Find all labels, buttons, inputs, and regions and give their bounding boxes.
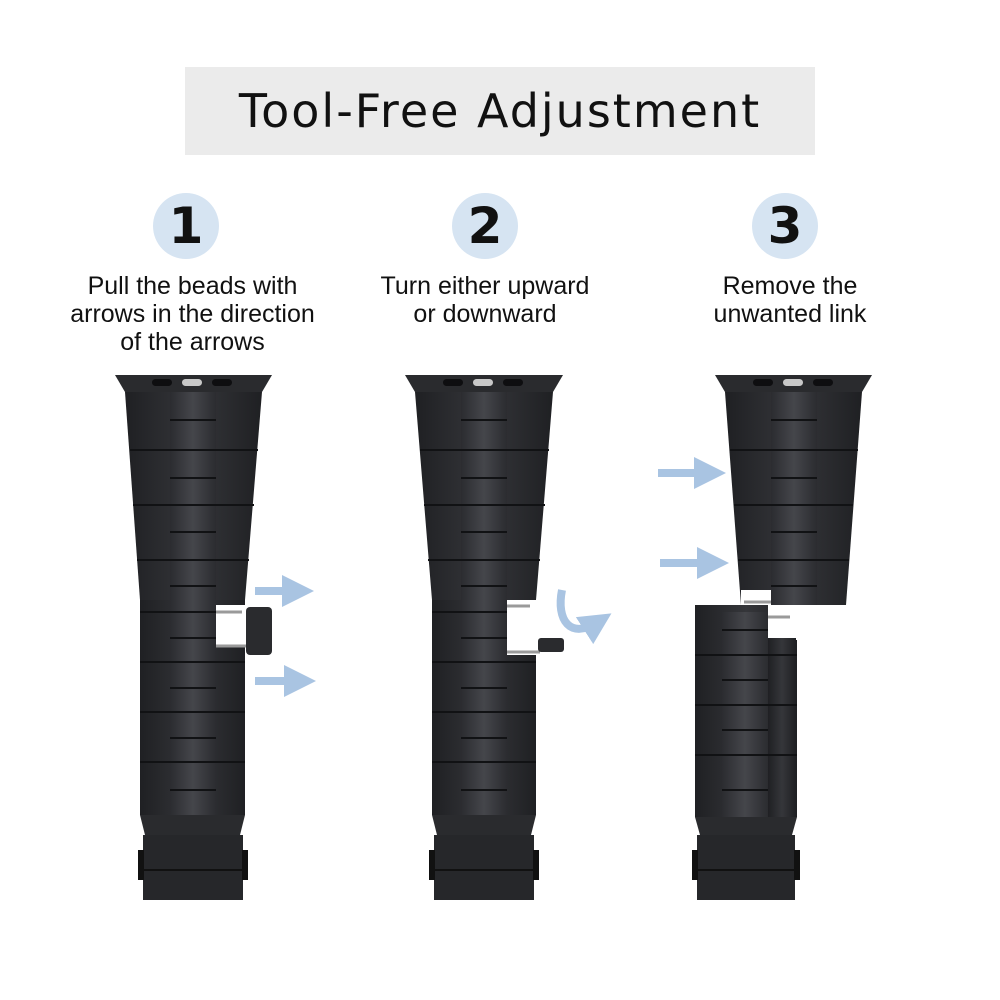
page-title: Tool-Free Adjustment	[238, 84, 762, 138]
band-2-rotate-arrow	[556, 589, 612, 645]
step-2-caption: Turn either upward or downward	[350, 272, 620, 328]
band-2	[405, 375, 564, 900]
step-2-line-2: or downward	[413, 300, 557, 328]
step-1-line-1: Pull the beads with	[87, 272, 298, 300]
step-3-line-2: unwanted link	[713, 300, 867, 328]
band-1	[115, 375, 272, 900]
step-1-badge: 1	[153, 193, 219, 259]
step-3-badge: 3	[752, 193, 818, 259]
step-2-badge: 2	[452, 193, 518, 259]
title-banner: Tool-Free Adjustment	[185, 67, 815, 155]
step-1-line-3: of the arrows	[120, 328, 265, 356]
step-3-caption: Remove the unwanted link	[660, 272, 920, 328]
step-2-line-1: Turn either upward	[380, 272, 590, 300]
band-3	[692, 375, 872, 900]
step-1-line-2: arrows in the direction	[70, 300, 315, 328]
step-3-line-1: Remove the	[722, 272, 858, 300]
step-1-caption: Pull the beads with arrows in the direct…	[55, 272, 330, 356]
